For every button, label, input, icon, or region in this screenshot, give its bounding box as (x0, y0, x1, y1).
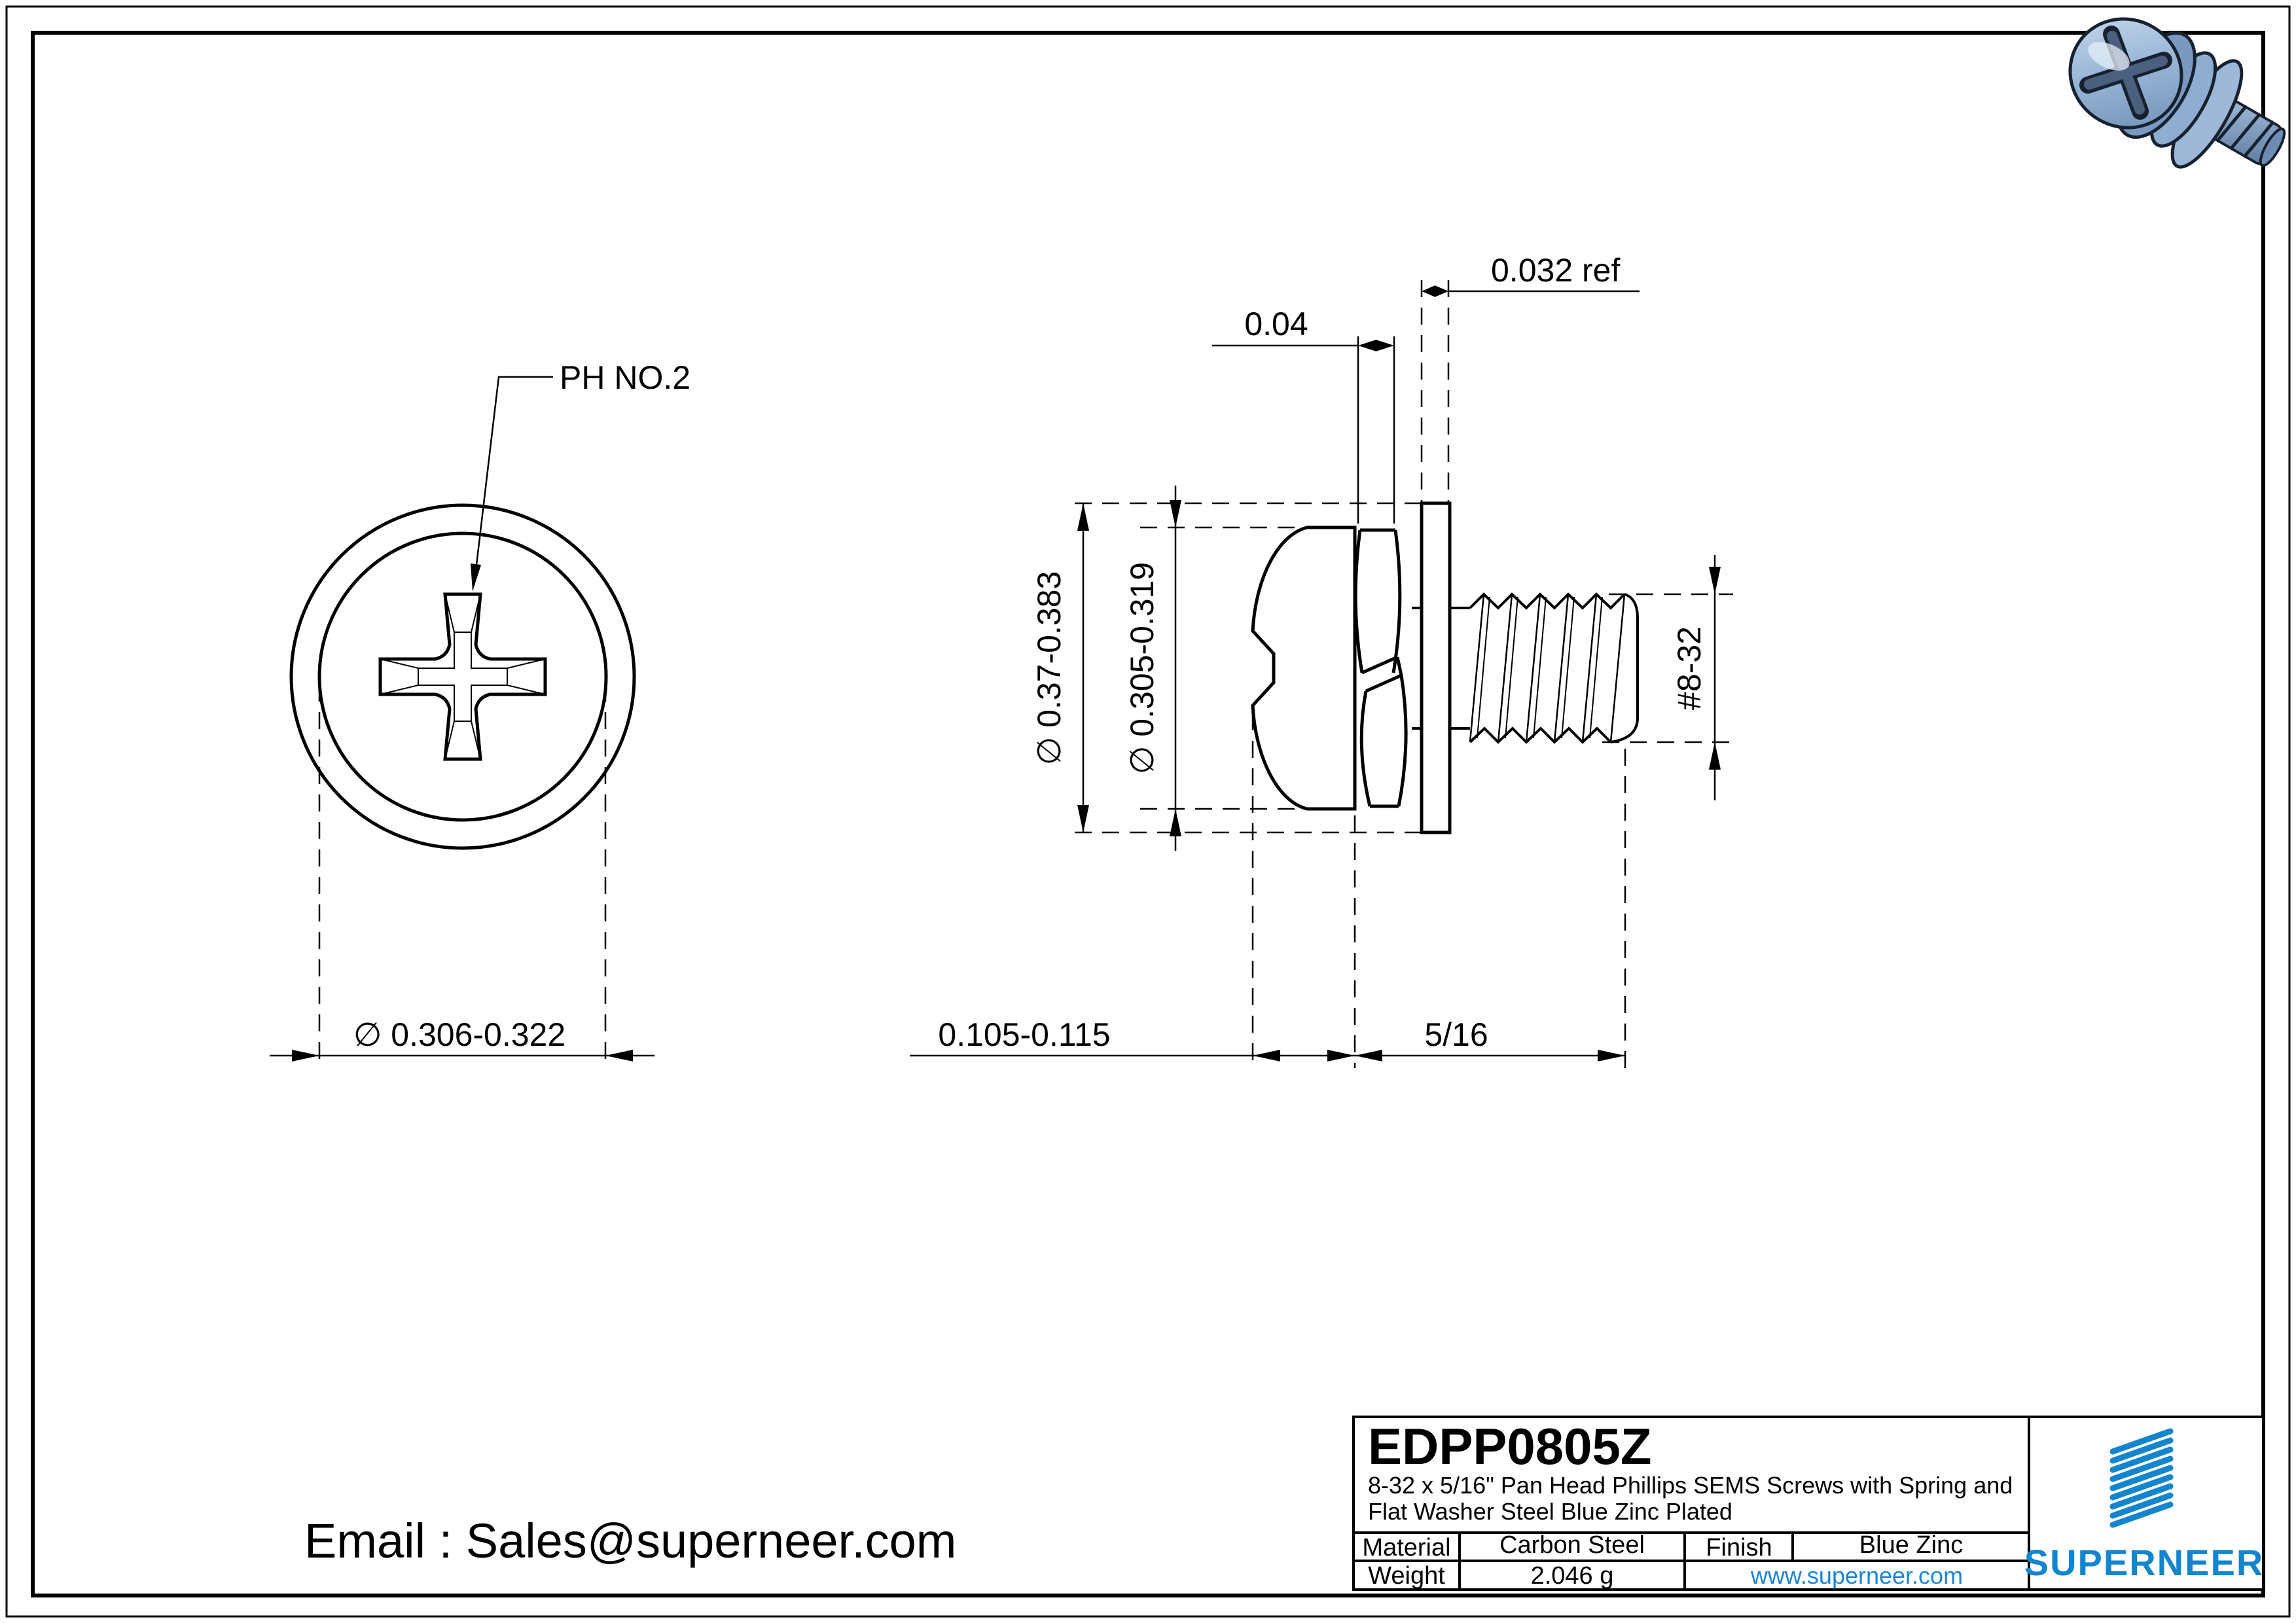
head-height-text: 0.105-0.115 (938, 1016, 1110, 1053)
thread-root-lines (1477, 596, 1603, 739)
thread-length-text: 5/16 (1424, 1016, 1488, 1053)
front-diameter-dimension: ∅ 0.306-0.322 (270, 685, 655, 1068)
logo-stripes-icon (2109, 1428, 2174, 1528)
head-outline-circle (317, 531, 608, 822)
thread-size-text: #8-32 (1671, 626, 1708, 710)
email-text: Email : Sales@superneer.com (304, 1514, 956, 1568)
inner-border (31, 31, 2265, 1597)
side-view: ∅ 0.37-0.383 ∅ 0.305-0.319 0.04 (910, 252, 1733, 1068)
phillips-cross-outline (378, 592, 547, 761)
flat-washer-profile (1420, 501, 1452, 834)
description-line2: Flat Washer Steel Blue Zinc Plated (1368, 1498, 1732, 1525)
spring-thickness-text: 0.04 (1244, 306, 1308, 342)
finish-label: Finish (1706, 1534, 1772, 1561)
pan-head-profile (1251, 526, 1357, 811)
screw-3d-render (2068, 17, 2286, 169)
washer-od-dimension: ∅ 0.37-0.383 (1031, 502, 1422, 834)
description-line1: 8-32 x 5/16" Pan Head Phillips SEMS Scre… (1368, 1472, 2013, 1499)
weight-label: Weight (1368, 1562, 1445, 1590)
washer-od-text: ∅ 0.37-0.383 (1031, 571, 1067, 766)
thread-profile (1469, 592, 1639, 744)
drawing-frame (5, 5, 2291, 1618)
spring-washer-profile (1354, 528, 1408, 808)
ph-number-label: PH NO.2 (560, 359, 691, 396)
thread-flank-lines (1469, 594, 1626, 743)
outer-border (5, 5, 2291, 1618)
title-block-grid (1352, 1416, 2265, 1591)
material-label: Material (1362, 1534, 1450, 1561)
finish-value: Blue Zinc (1859, 1531, 1963, 1559)
brand-logo: SUPERNEER (2024, 1428, 2265, 1583)
spring-thickness-dimension: 0.04 (1212, 306, 1395, 524)
bottom-dimensions: 0.105-0.115 5/16 (910, 713, 1626, 1068)
washer-outline-circle (289, 503, 636, 850)
head-od-dimension: ∅ 0.305-0.319 (1124, 486, 1306, 851)
washer-thickness-text: 0.032 ref (1491, 252, 1620, 289)
brand-wordmark: SUPERNEER (2024, 1542, 2265, 1583)
front-view: PH NO.2 ∅ 0.306-0.322 (270, 359, 691, 1068)
shank-lines (1412, 607, 1470, 730)
weight-value: 2.046 g (1531, 1562, 1614, 1590)
washer-thickness-dimension: 0.032 ref (1420, 252, 1640, 503)
material-value: Carbon Steel (1499, 1531, 1645, 1559)
head-od-text: ∅ 0.305-0.319 (1124, 562, 1160, 774)
phillips-cross-detail (380, 594, 546, 760)
render-highlight (2088, 42, 2130, 71)
thread-size-dimension: #8-32 (1602, 555, 1733, 800)
leader-arrowhead (471, 563, 481, 592)
front-diameter-text: ∅ 0.306-0.322 (353, 1016, 565, 1053)
website-link: www.superneer.com (1750, 1562, 1963, 1589)
title-block: EDPP0805Z 8-32 x 5/16" Pan Head Phillips… (1352, 1416, 2265, 1591)
ph-leader: PH NO.2 (471, 359, 691, 592)
part-number: EDPP0805Z (1368, 1418, 1652, 1475)
